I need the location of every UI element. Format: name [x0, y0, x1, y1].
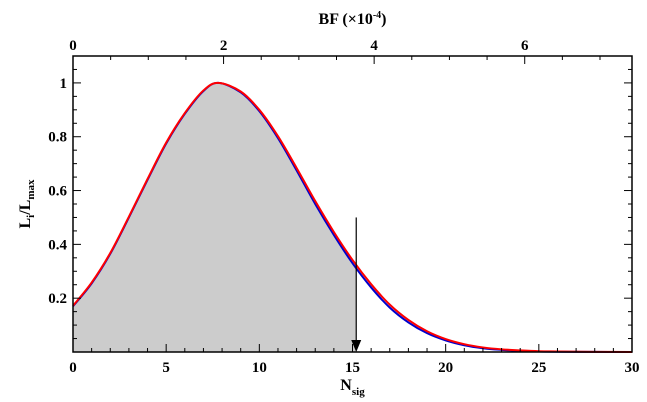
y-tick-label: 0.8 [48, 130, 67, 146]
shaded-area [73, 82, 357, 352]
y-tick-label: 0.4 [48, 237, 67, 253]
curves-group [72, 81, 633, 353]
x-axis-title-sub: sig [352, 386, 365, 398]
x-tick-label: 25 [531, 360, 546, 376]
limit-marker-group [351, 217, 362, 352]
y-tick-label: 0.2 [48, 291, 67, 307]
y-axis-title-sub2: max [25, 179, 37, 200]
top-axis-title-post: ) [381, 11, 386, 28]
shaded-region-group [73, 82, 357, 352]
x-tick-label: 20 [438, 360, 453, 376]
y-tick-label: 1 [60, 76, 68, 92]
x-axis-title-main: N [340, 377, 352, 394]
left-axis-ticks: 0.2 0.4 0.6 0.8 1 [48, 68, 632, 340]
bottom-axis-ticks: 0 5 10 15 20 25 30 [69, 344, 640, 376]
x-tick-label: 10 [252, 360, 267, 376]
y-axis-title-mid: /L [17, 200, 34, 216]
top-tick-label: 6 [521, 38, 529, 54]
top-axis-title-pre: BF (×10 [319, 11, 373, 28]
y-axis-title-main: L [17, 218, 34, 229]
series-line-1 [72, 81, 633, 353]
y-tick-label: 0.6 [48, 184, 67, 200]
x-tick-label: 0 [69, 360, 77, 376]
top-tick-label: 2 [220, 38, 228, 54]
top-tick-label: 0 [69, 38, 77, 54]
top-tick-label: 4 [370, 38, 378, 54]
x-tick-label: 15 [345, 360, 360, 376]
limit-arrow-head [351, 340, 362, 352]
top-axis-title: BF (×10-4) [319, 10, 387, 28]
x-tick-label: 30 [625, 360, 640, 376]
top-axis-title-sup: -4 [373, 10, 381, 21]
y-axis-title: Li/Lmax [17, 179, 37, 229]
top-axis-ticks: 0 2 4 6 [69, 38, 601, 64]
x-axis-title: Nsig [340, 377, 365, 398]
x-tick-label: 5 [162, 360, 170, 376]
y-axis-title-sub1: i [25, 215, 37, 218]
